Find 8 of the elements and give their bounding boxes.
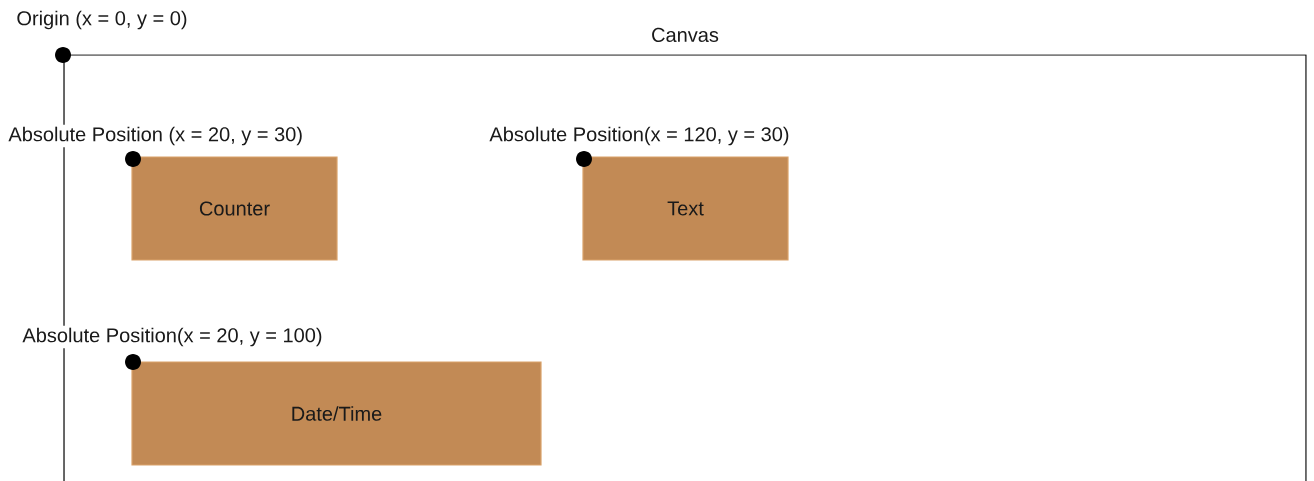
position-label: Origin (x = 0, y = 0) bbox=[14, 8, 190, 32]
position-label: Absolute Position(x = 20, y = 100) bbox=[20, 325, 325, 349]
component-box: Text bbox=[582, 156, 789, 261]
node-label: Canvas bbox=[652, 27, 719, 42]
component-box: Date/Time bbox=[131, 361, 542, 466]
position-label: Absolute Position(x = 120, y = 30) bbox=[487, 124, 792, 148]
position-label: Absolute Position (x = 20, y = 30) bbox=[6, 124, 305, 148]
component-box: Counter bbox=[131, 156, 338, 261]
